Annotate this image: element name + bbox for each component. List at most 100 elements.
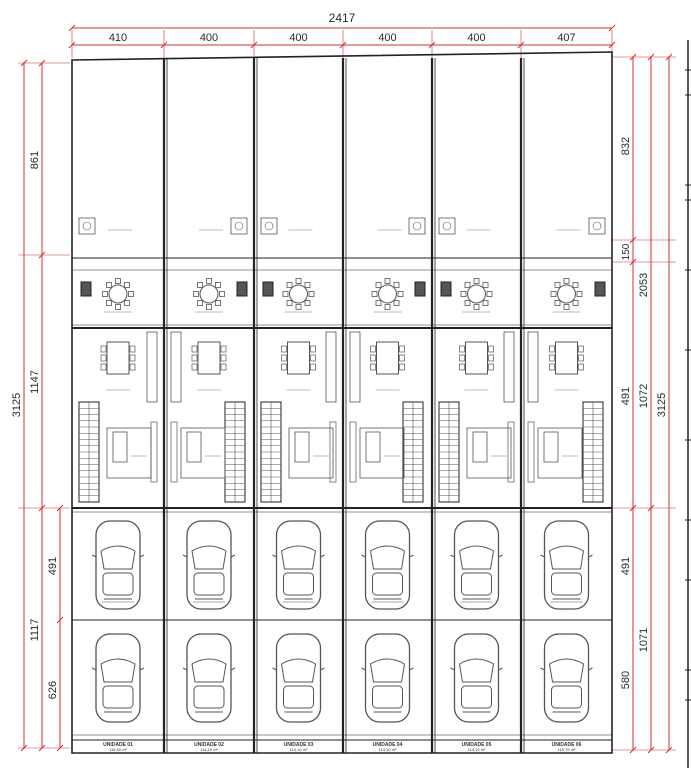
staircase: [582, 401, 604, 503]
dining-table-icon: [282, 278, 315, 310]
chair: [370, 345, 376, 353]
chair: [563, 278, 570, 284]
kitchen-counter: [503, 331, 515, 403]
dimension-tick: [647, 746, 655, 754]
table-top: [557, 284, 576, 304]
drain-icon: [412, 221, 422, 231]
unit-4: [349, 217, 426, 723]
car-body: [453, 633, 500, 723]
dimension-tick: [647, 53, 655, 61]
car-windshield: [280, 545, 317, 570]
dimension-tick: [56, 616, 64, 624]
table-top: [378, 284, 397, 304]
car-mirrors: [450, 554, 503, 558]
left-section-label: 1117: [29, 619, 41, 642]
living-rug: [288, 427, 334, 479]
chair: [100, 363, 107, 371]
chair: [295, 304, 302, 310]
dimension-tick: [665, 746, 673, 754]
chair: [286, 300, 293, 306]
car-icon: [91, 520, 145, 610]
chair: [486, 291, 493, 297]
car-mirrors: [540, 554, 593, 558]
car-windshield: [369, 545, 406, 570]
car-body: [453, 520, 500, 610]
chair: [460, 291, 467, 297]
car-icon: [450, 520, 503, 610]
dimension-tick: [56, 504, 64, 512]
chair: [106, 282, 112, 288]
car-icon: [540, 633, 593, 723]
table-top: [467, 284, 486, 304]
car-icon: [450, 633, 503, 723]
chair: [193, 291, 199, 297]
drain-box: [78, 217, 96, 235]
living-rug: [537, 427, 583, 479]
chair: [282, 291, 289, 297]
staircase: [260, 401, 282, 503]
car-icon: [91, 633, 145, 723]
chair: [304, 282, 311, 288]
chair: [310, 354, 316, 362]
dining-table: [465, 341, 488, 375]
car-body: [543, 520, 590, 610]
chair: [371, 291, 378, 297]
sofa: [186, 431, 202, 463]
chair: [220, 345, 227, 353]
unit-width-label: 400: [200, 32, 218, 44]
overall-width-label: 2417: [329, 11, 356, 25]
left-section-label: 1147: [29, 370, 41, 394]
car-roof: [372, 685, 403, 709]
unit-name-label: UNIDADE 06: [552, 742, 582, 748]
car-roof: [372, 572, 403, 596]
car-mirrors: [91, 667, 145, 671]
dining-table: [376, 341, 399, 375]
chair: [124, 282, 130, 288]
dining-table-icon: [371, 278, 404, 310]
laundry-sink: [594, 281, 606, 297]
drain-box: [260, 217, 278, 235]
staircase: [402, 401, 424, 503]
car-body: [95, 633, 141, 723]
tv-stand: [527, 421, 535, 483]
unit-name-label: UNIDADE 03: [284, 742, 314, 748]
car-mirrors: [540, 667, 593, 671]
chair: [399, 363, 405, 371]
car-body: [364, 633, 411, 723]
car-icon: [182, 633, 236, 723]
chair: [473, 304, 480, 310]
right-inner-label: 491: [620, 557, 632, 575]
staircase: [438, 401, 460, 503]
car-windshield: [548, 545, 585, 570]
chair: [549, 363, 555, 371]
chair: [572, 300, 579, 306]
dining-table-icon: [102, 278, 134, 310]
dimension-tick: [56, 744, 64, 752]
walls: [71, 40, 691, 768]
chair: [281, 345, 287, 353]
unit-2: [170, 217, 248, 723]
unit-area-label: 116,50 m²: [109, 747, 127, 752]
chair: [549, 345, 555, 353]
chair: [384, 304, 391, 310]
chair: [206, 278, 212, 284]
drain-icon: [592, 221, 602, 231]
tv-stand: [507, 421, 515, 483]
car-windshield: [369, 658, 406, 683]
chair: [206, 304, 212, 310]
car-icon: [540, 520, 593, 610]
living-rug: [466, 427, 512, 479]
dimension-tick: [647, 504, 655, 512]
laundry-sink: [262, 281, 274, 297]
car-roof: [193, 685, 225, 709]
chair: [220, 363, 227, 371]
unit-width-label: 410: [109, 32, 127, 44]
car-roof: [461, 685, 492, 709]
chair: [488, 345, 494, 353]
car-body: [275, 520, 322, 610]
chair: [191, 363, 198, 371]
car-roof: [283, 572, 314, 596]
chair: [197, 300, 203, 306]
kitchen-counter: [325, 331, 337, 403]
